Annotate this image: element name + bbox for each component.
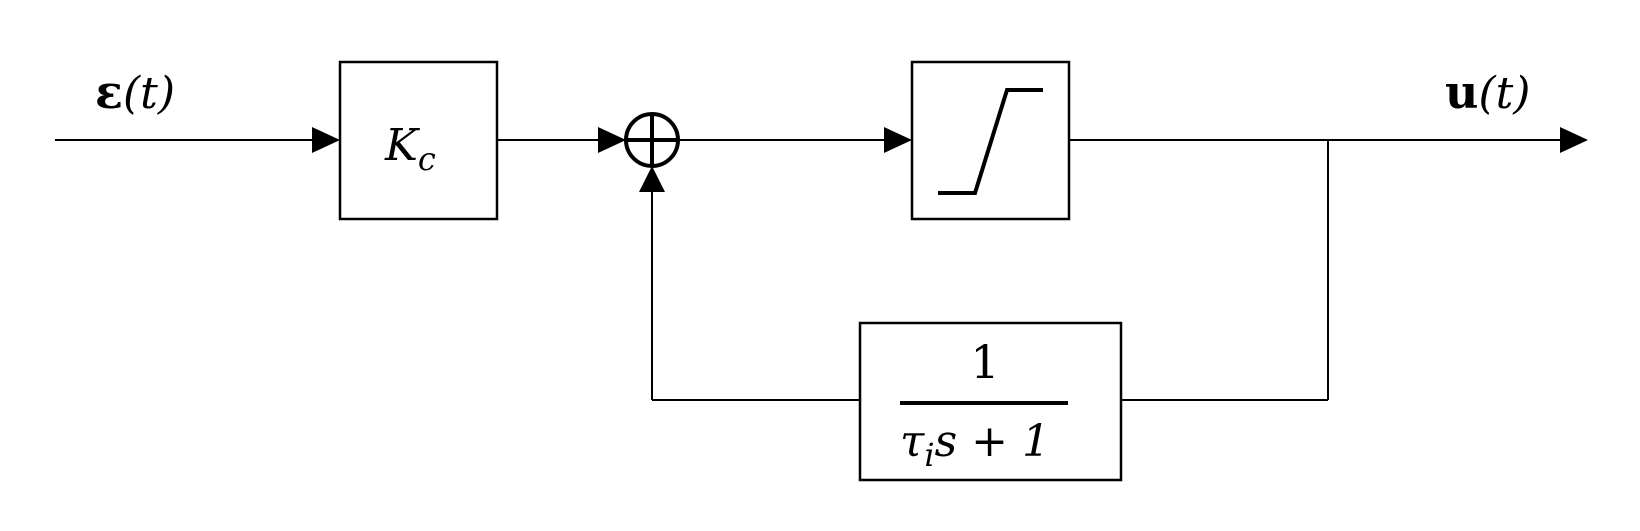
output-arrow [1560,127,1588,153]
input-arrow [312,127,340,153]
gain-to-sum-arrow [598,127,626,153]
input-label: ε(t) [95,65,175,119]
output-label: u(t) [1445,65,1530,119]
feedback-denominator: τis + 1 [900,416,1050,474]
sum-to-saturation-arrow [884,127,912,153]
saturation-icon [938,88,1043,195]
gain-label: Kc [384,120,436,178]
feedback-arrow [639,166,665,192]
feedback-numerator: 1 [970,335,999,389]
summing-junction [624,112,680,168]
